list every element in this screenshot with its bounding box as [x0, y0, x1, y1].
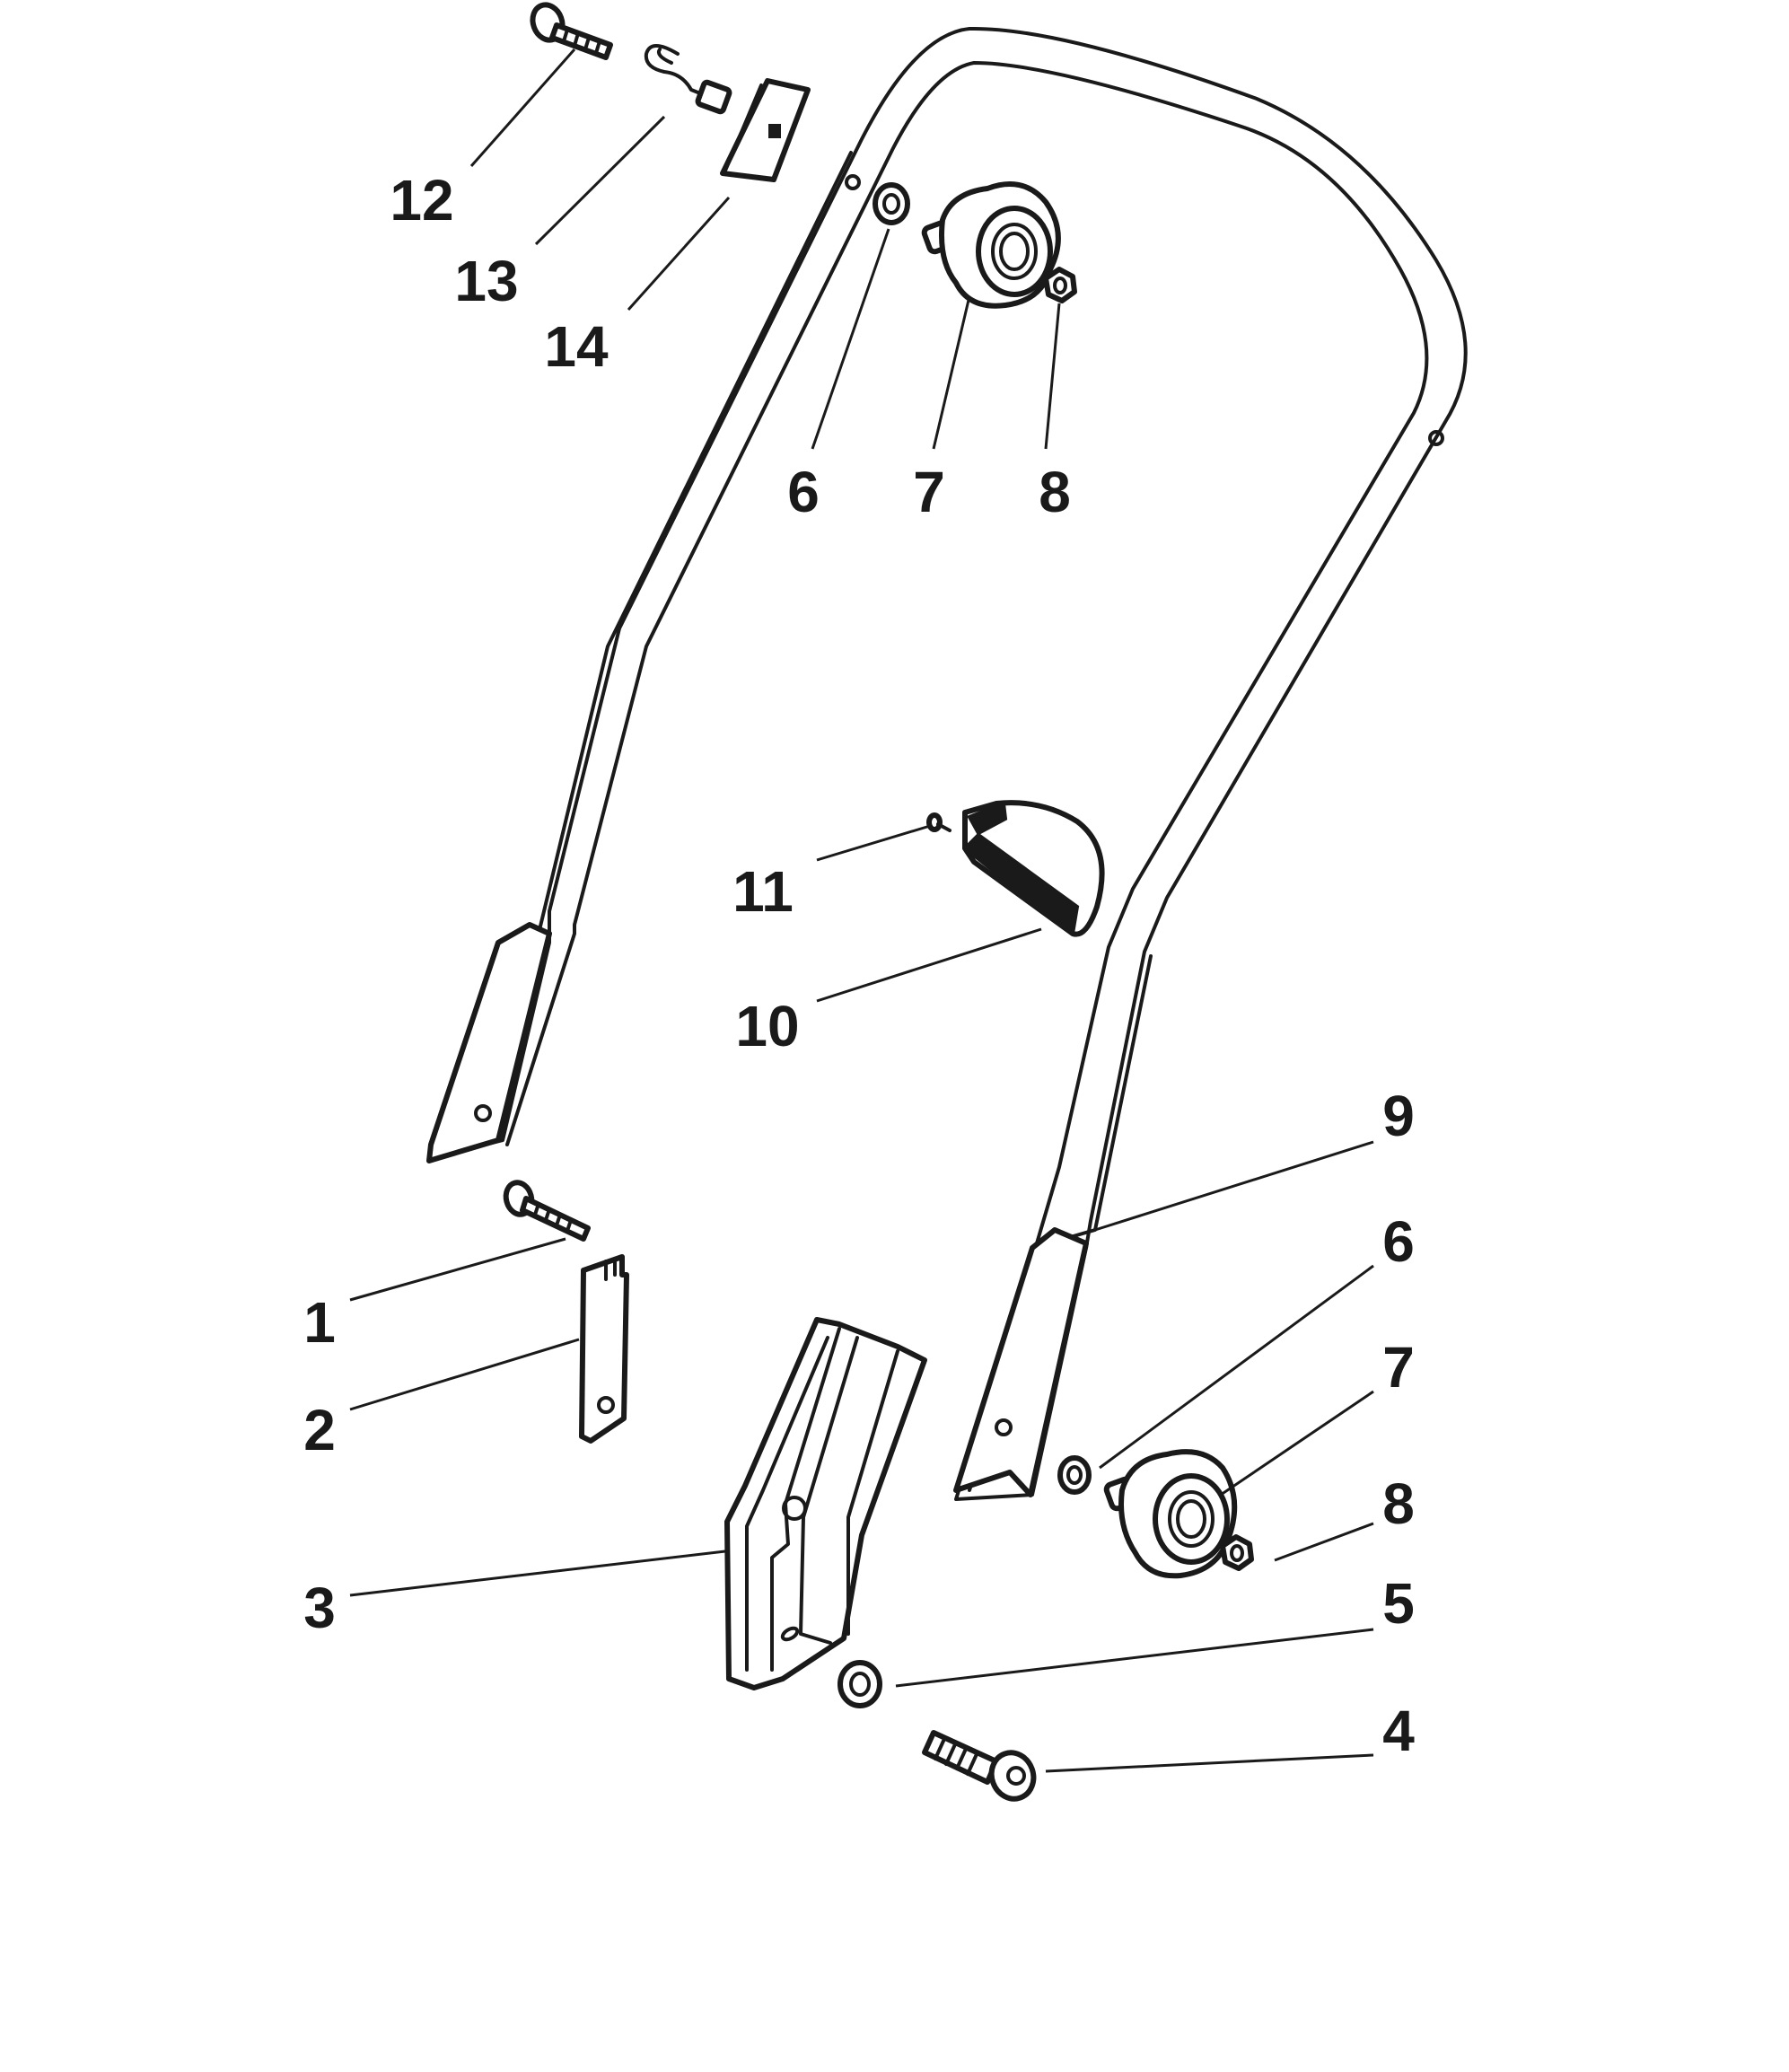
callout-8-lower: 8 [1382, 1471, 1415, 1536]
callout-10: 10 [735, 994, 799, 1058]
handle-bar [426, 26, 1468, 1501]
cable-clip [644, 44, 732, 115]
callout-1: 1 [303, 1290, 336, 1355]
washer-upper [873, 182, 910, 225]
lower-bracket [724, 1317, 927, 1690]
carriage-bolt-top [530, 2, 613, 60]
callout-8-upper: 8 [1039, 460, 1071, 524]
cable-guide [961, 800, 1105, 937]
callout-7-upper: 7 [913, 460, 945, 524]
callout-7-lower: 7 [1382, 1335, 1415, 1400]
callout-labels: 12 13 14 6 7 8 11 10 9 1 6 7 2 8 3 5 4 [303, 168, 1415, 1763]
small-screw [926, 812, 952, 832]
callout-6-upper: 6 [787, 460, 820, 524]
nut-lower [1220, 1534, 1254, 1571]
washer-5 [837, 1660, 882, 1708]
callout-6-lower: 6 [1382, 1209, 1415, 1274]
callout-4: 4 [1382, 1699, 1415, 1763]
callout-13: 13 [454, 249, 518, 313]
knob-upper [921, 181, 1061, 309]
bolt-lower [503, 1180, 591, 1242]
callout-3: 3 [303, 1576, 336, 1640]
bracket-plate [579, 1254, 629, 1444]
callout-11: 11 [732, 859, 794, 924]
clip-cover [720, 78, 811, 182]
washer-lower-6 [1057, 1455, 1092, 1495]
callout-12: 12 [390, 168, 453, 233]
knob-lower [1103, 1449, 1238, 1579]
nut-upper [1043, 267, 1077, 303]
callout-2: 2 [303, 1398, 336, 1462]
socket-bolt [922, 1730, 1037, 1802]
leader-lines [349, 48, 1374, 1773]
callout-9: 9 [1382, 1084, 1415, 1148]
callout-14: 14 [544, 314, 609, 379]
callout-5: 5 [1382, 1571, 1415, 1636]
